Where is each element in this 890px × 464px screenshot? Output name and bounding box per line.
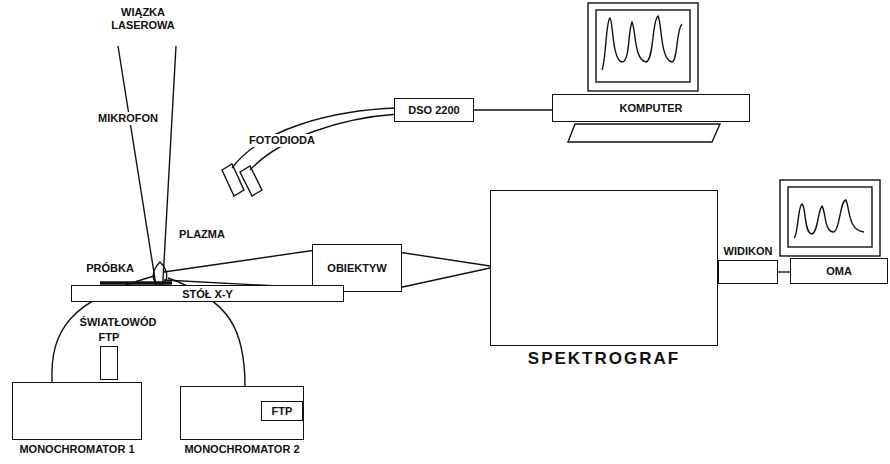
oma-monitor bbox=[780, 180, 880, 256]
photomultiplier-box: FTP bbox=[100, 346, 118, 380]
focused-beam bbox=[398, 252, 490, 288]
xy-table: STÓŁ X-Y bbox=[71, 285, 344, 302]
node-label: MONOCHROMATOR 1 bbox=[19, 443, 134, 456]
oma-screen bbox=[788, 187, 872, 247]
sample-label: PRÓBKA bbox=[84, 262, 136, 275]
node-label: KOMPUTER bbox=[553, 102, 749, 115]
keyboard bbox=[568, 124, 720, 142]
computer-screen bbox=[596, 10, 690, 82]
computer-monitor bbox=[588, 3, 698, 91]
monochromator-box: MONOCHROMATOR 1 bbox=[12, 382, 142, 440]
node-label: OMA bbox=[791, 265, 887, 278]
node-label: FTP bbox=[262, 405, 302, 418]
laser-beam bbox=[118, 46, 176, 298]
computer-box: KOMPUTER bbox=[552, 94, 750, 122]
node-label: DSO 2200 bbox=[395, 104, 473, 117]
node-label: SPEKTROGRAF bbox=[528, 349, 680, 369]
oma-box: OMA bbox=[790, 258, 888, 284]
vidicon-box: WIDIKON bbox=[718, 260, 778, 284]
node-label: FTP bbox=[99, 331, 120, 344]
photodiode bbox=[240, 166, 262, 196]
node-label: STÓŁ X-Y bbox=[72, 287, 343, 300]
photomultiplier-box: FTP bbox=[261, 401, 303, 421]
emission-beam bbox=[164, 250, 316, 288]
cable-line bbox=[778, 271, 790, 272]
plasma-label: PLAZMA bbox=[177, 228, 227, 241]
spectrum-trace bbox=[602, 16, 682, 70]
monochromator-box: MONOCHROMATOR 2FTP bbox=[180, 386, 304, 440]
oma-trace bbox=[794, 200, 864, 238]
node-label: WIDIKON bbox=[724, 245, 773, 258]
laser-beam-label: WIĄZKA LASEROWA bbox=[96, 6, 190, 31]
spectrograph-box: SPEKTROGRAF bbox=[490, 190, 718, 346]
microphone-label: MIKROFON bbox=[96, 112, 160, 125]
fiber-label: ŚWIATŁOWÓD bbox=[78, 316, 159, 329]
photodiode-label: FOTODIODA bbox=[247, 134, 317, 147]
node-label: OBIEKTYW bbox=[313, 262, 401, 275]
node-label: MONOCHROMATOR 2 bbox=[184, 443, 299, 456]
oscilloscope-box: DSO 2200 bbox=[394, 98, 474, 122]
cable-line bbox=[474, 109, 552, 110]
microphone bbox=[222, 164, 244, 196]
